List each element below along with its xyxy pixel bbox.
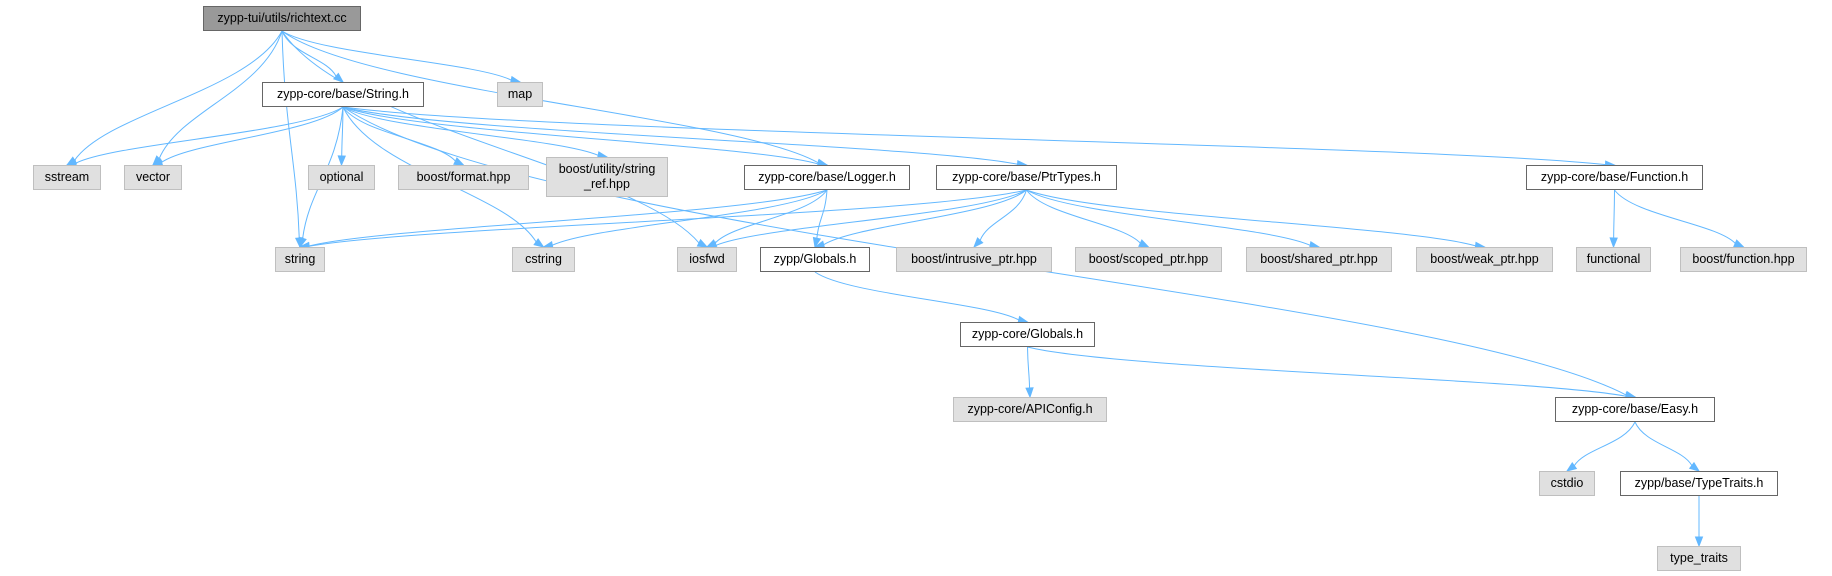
- node-TypeTraits_h[interactable]: zypp/base/TypeTraits.h: [1620, 471, 1778, 496]
- node-APIConfig: zypp-core/APIConfig.h: [953, 397, 1107, 422]
- arrowhead-Easy_h-to-cstdio: [1565, 462, 1578, 472]
- node-b_shared: boost/shared_ptr.hpp: [1246, 247, 1392, 272]
- edge-richtext-to-iosfwd: [281, 30, 700, 244]
- arrowhead-PtrTypes_h-to-b_intrusive: [973, 237, 984, 249]
- edge-PtrTypes_h-to-b_intrusive: [979, 189, 1027, 241]
- node-Function_h[interactable]: zypp-core/base/Function.h: [1526, 165, 1703, 190]
- arrowhead-Logger_h-to-zypp_Globals: [812, 236, 822, 249]
- arrowhead-richtext-to-iosfwd: [696, 238, 709, 248]
- edge-richtext-to-vector: [158, 30, 283, 159]
- edge-PtrTypes_h-to-iosfwd: [715, 189, 1027, 246]
- edge-String_h-to-optional: [341, 106, 344, 157]
- arrowhead-String_h-to-optional: [337, 155, 346, 167]
- edge-Easy_h-to-cstdio: [1573, 421, 1636, 467]
- node-zypp_Globals[interactable]: zypp/Globals.h: [760, 247, 870, 272]
- edge-richtext-to-sstream: [74, 30, 283, 161]
- edge-String_h-to-Logger_h: [342, 106, 819, 165]
- edge-String_h-to-boost_format: [342, 106, 456, 162]
- node-optional: optional: [308, 165, 375, 190]
- edge-PtrTypes_h-to-string: [308, 189, 1027, 247]
- edge-Function_h-to-functional: [1613, 189, 1615, 239]
- node-b_scoped: boost/scoped_ptr.hpp: [1075, 247, 1222, 272]
- arrowhead-Function_h-to-b_function: [1733, 239, 1745, 248]
- arrowhead-String_h-to-boost_format: [453, 157, 465, 166]
- node-cstring: cstring: [512, 247, 575, 272]
- node-b_weak: boost/weak_ptr.hpp: [1416, 247, 1553, 272]
- node-boost_format: boost/format.hpp: [398, 165, 529, 190]
- node-core_Globals[interactable]: zypp-core/Globals.h: [960, 322, 1095, 347]
- node-map: map: [497, 82, 543, 107]
- edge-String_h-to-sstream: [75, 106, 344, 164]
- edge-Function_h-to-b_function: [1614, 189, 1736, 244]
- node-type_traits: type_traits: [1657, 546, 1741, 571]
- node-richtext[interactable]: zypp-tui/utils/richtext.cc: [203, 6, 361, 31]
- node-iosfwd: iosfwd: [677, 247, 737, 272]
- arrowhead-String_h-to-string: [298, 236, 307, 249]
- node-cstdio: cstdio: [1539, 471, 1595, 496]
- node-string: string: [275, 247, 325, 272]
- edge-PtrTypes_h-to-b_scoped: [1026, 189, 1141, 244]
- edge-String_h-to-boost_sref: [342, 106, 599, 156]
- edge-String_h-to-vector: [161, 106, 344, 163]
- edge-Easy_h-to-TypeTraits_h: [1634, 421, 1693, 466]
- edge-richtext-to-String_h: [281, 30, 337, 77]
- edge-String_h-to-PtrTypes_h: [342, 106, 1018, 165]
- node-Easy_h[interactable]: zypp-core/base/Easy.h: [1555, 397, 1715, 422]
- edge-Logger_h-to-cstring: [552, 189, 828, 246]
- node-sstream: sstream: [33, 165, 101, 190]
- node-b_intrusive: boost/intrusive_ptr.hpp: [896, 247, 1052, 272]
- edge-richtext-to-map: [281, 30, 512, 81]
- node-PtrTypes_h[interactable]: zypp-core/base/PtrTypes.h: [936, 165, 1117, 190]
- node-b_function: boost/function.hpp: [1680, 247, 1807, 272]
- edge-PtrTypes_h-to-b_shared: [1026, 189, 1311, 246]
- arrowhead-String_h-to-cstring: [533, 238, 545, 248]
- edge-String_h-to-Function_h: [342, 106, 1606, 166]
- edge-Logger_h-to-iosfwd: [714, 189, 828, 244]
- node-vector: vector: [124, 165, 182, 190]
- node-Logger_h[interactable]: zypp-core/base/Logger.h: [744, 165, 910, 190]
- edge-PtrTypes_h-to-zypp_Globals: [823, 189, 1027, 246]
- arrowhead-TypeTraits_h-to-type_traits: [1694, 536, 1704, 548]
- edge-zypp_Globals-to-core_Globals: [814, 271, 1019, 321]
- arrowhead-PtrTypes_h-to-b_scoped: [1138, 239, 1150, 248]
- edge-core_Globals-to-APIConfig: [1027, 346, 1031, 389]
- edge-PtrTypes_h-to-b_weak: [1026, 189, 1476, 247]
- edge-Logger_h-to-string: [308, 189, 828, 247]
- arrowhead-Easy_h-to-TypeTraits_h: [1688, 461, 1701, 472]
- edge-richtext-to-string: [281, 30, 300, 239]
- arrowhead-Function_h-to-functional: [1609, 237, 1618, 249]
- node-boost_sref: boost/utility/string _ref.hpp: [546, 157, 668, 197]
- edge-core_Globals-to-Easy_h: [1027, 346, 1627, 397]
- node-functional: functional: [1576, 247, 1651, 272]
- edge-richtext-to-Logger_h: [281, 30, 819, 164]
- edge-Logger_h-to-zypp_Globals: [816, 189, 828, 239]
- arrowhead-core_Globals-to-APIConfig: [1025, 387, 1034, 399]
- node-String_h[interactable]: zypp-core/base/String.h: [262, 82, 424, 107]
